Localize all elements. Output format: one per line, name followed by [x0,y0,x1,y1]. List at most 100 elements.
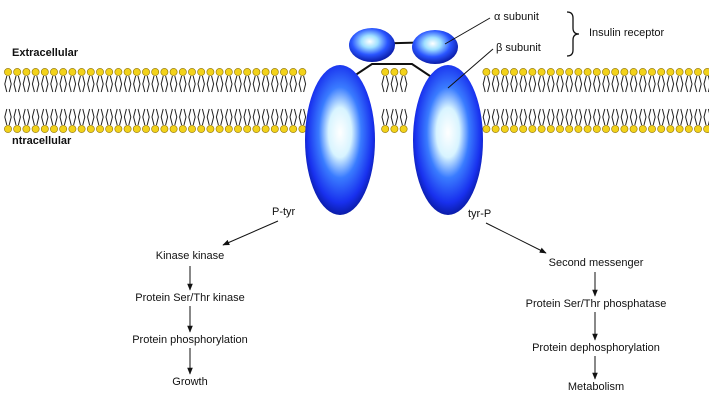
lipid-head [584,68,591,75]
lipid-head [694,125,701,132]
lipid-head [23,125,30,132]
lipid-head [234,125,241,132]
lipid-head [704,125,709,132]
lipid-tail [483,109,489,125]
lipid-head [676,125,683,132]
lipid-head [382,125,389,132]
lipid-head [280,125,287,132]
lipid-tail [492,76,498,92]
lipid-head [520,68,527,75]
lipid-head [612,68,619,75]
lipid-head [630,125,637,132]
lipid-head [23,68,30,75]
lipid-head [400,68,407,75]
lipid-head [271,68,278,75]
lipid-head [32,68,39,75]
lipid-head [529,68,536,75]
lipid-head [510,68,517,75]
lipid-tail [566,109,572,125]
lipid-tail [649,76,655,92]
lipid-head [391,68,398,75]
beta-subunit-left [305,65,375,215]
lipid-tail [630,109,636,125]
lipid-head [78,68,85,75]
p-tyr-arrow [223,221,278,245]
lipid-tail [612,76,618,92]
lipid-tail [88,109,94,125]
lipid-head [14,125,21,132]
lipid-head [198,68,205,75]
lipid-head [14,68,21,75]
lipid-tail [106,109,112,125]
lipid-head [198,125,205,132]
lipid-tail [382,76,388,92]
lipid-tail [226,76,232,92]
lipid-tail [621,76,627,92]
lipid-tail [511,109,517,125]
lipid-head [69,68,76,75]
tyr-p-label: tyr-P [468,208,491,221]
lipid-head [50,68,57,75]
lipid-tail [32,109,38,125]
lipid-head [299,68,306,75]
lipid-head [262,125,269,132]
lipid-head [253,68,260,75]
lipid-head [216,125,223,132]
lipid-head [501,125,508,132]
lipid-tail [124,109,130,125]
lipid-tail [97,76,103,92]
lipid-head [648,125,655,132]
lipid-head [639,125,646,132]
lipid-head [630,68,637,75]
lipid-tail [78,109,84,125]
lipid-tail [161,109,167,125]
lipid-tail [584,76,590,92]
lipid-head [290,125,297,132]
lipid-head [216,68,223,75]
lipid-tail [382,109,388,125]
insulin-receptor-label: Insulin receptor [589,27,664,40]
lipid-tail [667,109,673,125]
lipid-tail [667,76,673,92]
lipid-tail [124,76,130,92]
right-step-2: Protein Ser/Thr phosphatase [526,298,667,311]
intracellular-label: ntracellular [12,135,71,148]
lipid-head [133,68,140,75]
lipid-head [161,68,168,75]
left-step-2: Protein Ser/Thr kinase [135,292,244,305]
lipid-tail [695,109,701,125]
lipid-head [225,68,232,75]
lipid-tail [180,76,186,92]
lipid-head [667,68,674,75]
lipid-head [96,125,103,132]
lipid-head [124,68,131,75]
lipid-tail [262,76,268,92]
lipid-head [253,125,260,132]
lipid-head [704,68,709,75]
lipid-tail [244,76,250,92]
lipid-head [271,125,278,132]
lipid-tail [400,109,406,125]
lipid-tail [520,109,526,125]
lipid-tail [97,109,103,125]
lipid-head [538,68,545,75]
lipid-tail [23,76,29,92]
lipid-tail [640,109,646,125]
lipid-tail [161,76,167,92]
lipid-head [391,125,398,132]
lipid-head [69,125,76,132]
lipid-head [234,68,241,75]
lipid-tail [152,76,158,92]
left-step-3: Protein phosphorylation [132,334,248,347]
lipid-tail [14,76,20,92]
lipid-head [593,68,600,75]
alpha-subunit-right [412,30,458,64]
lipid-tail [216,76,222,92]
lipid-tail [612,109,618,125]
lipid-tail [529,109,535,125]
lipid-tail [391,109,397,125]
lipid-head [87,125,94,132]
lipid-tail [676,109,682,125]
lipid-head [207,68,214,75]
